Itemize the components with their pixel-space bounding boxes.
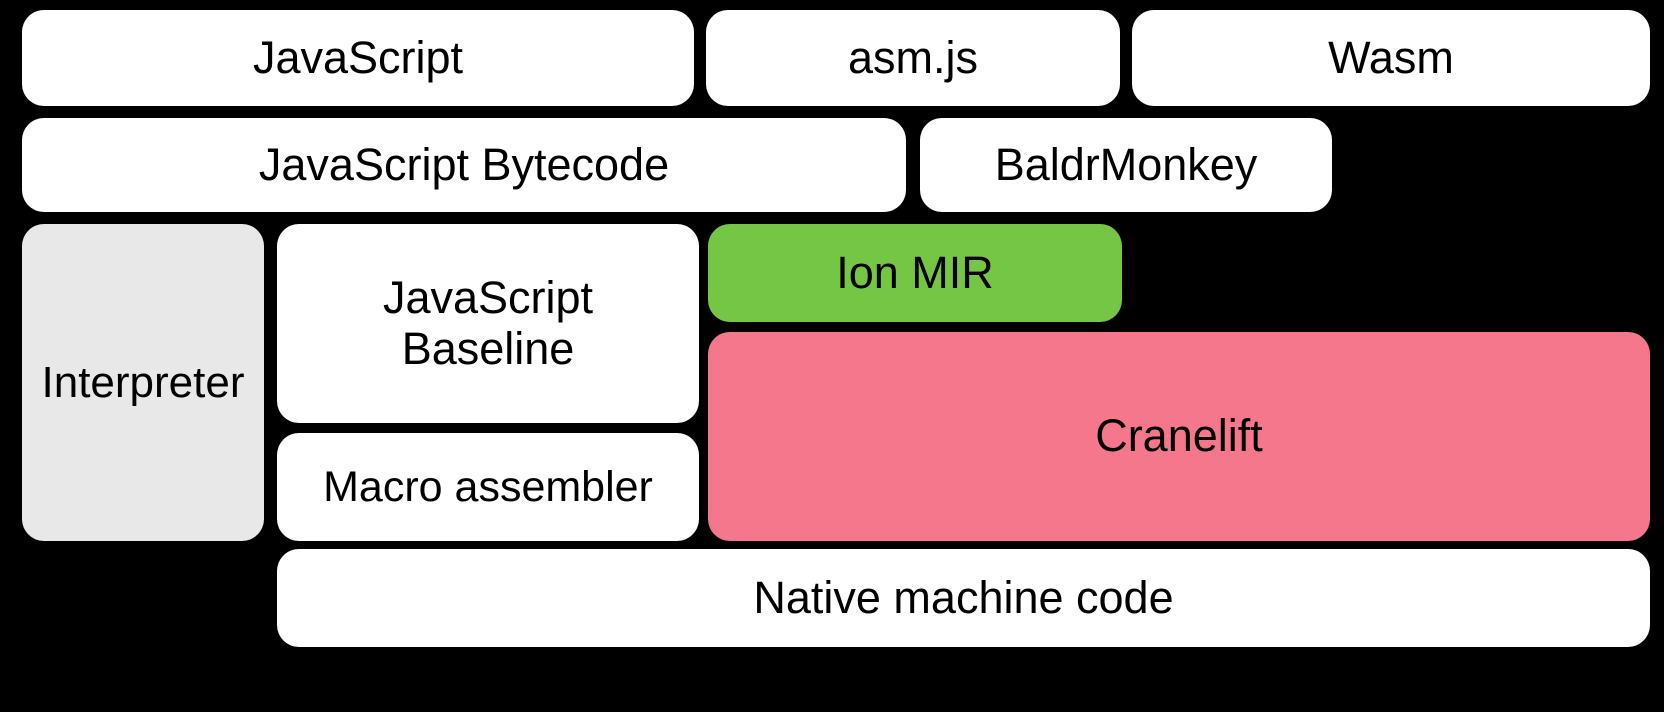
node-cranelift[interactable]: Cranelift — [708, 332, 1650, 541]
node-javascript-bytecode[interactable]: JavaScript Bytecode — [22, 118, 906, 212]
node-baldrmonkey[interactable]: BaldrMonkey — [920, 118, 1332, 212]
node-javascript[interactable]: JavaScript — [22, 10, 694, 106]
node-wasm[interactable]: Wasm — [1132, 10, 1650, 106]
node-interpreter[interactable]: Interpreter — [22, 224, 264, 541]
node-native-machine-code[interactable]: Native machine code — [277, 549, 1650, 647]
node-asm-js[interactable]: asm.js — [706, 10, 1120, 106]
node-macro-assembler[interactable]: Macro assembler — [277, 433, 699, 541]
node-ion-mir[interactable]: Ion MIR — [708, 224, 1122, 322]
node-javascript-baseline[interactable]: JavaScript Baseline — [277, 224, 699, 423]
